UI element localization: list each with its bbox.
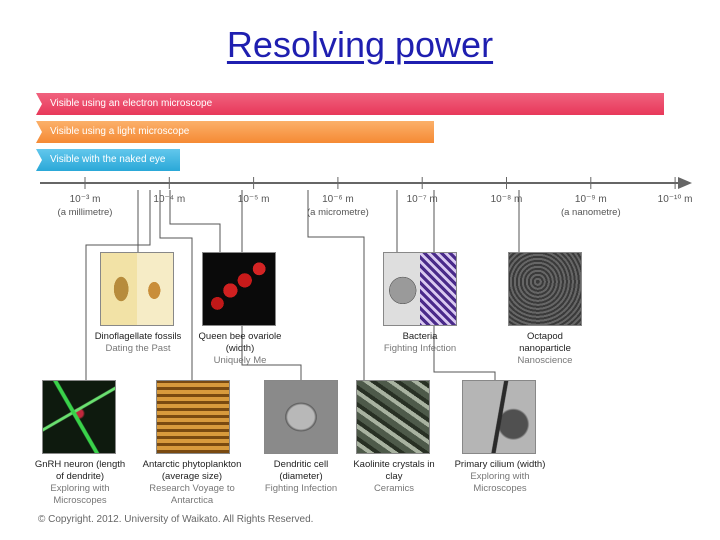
gnrh-source: Exploring with Microscopes [30,483,130,507]
primary-cilium-image [462,380,536,454]
phytoplankton-caption: Antarctic phytoplankton (average size) R… [132,459,252,507]
queen-bee-ovariole-image [202,252,276,326]
octapod-source: Nanoscience [500,355,590,367]
scale-arrow-icon [678,177,692,189]
scale-tick-label: 10⁻⁵ m [238,194,270,205]
bacteria-caption: Bacteria Fighting Infection [380,331,460,355]
copyright-notice: © Copyright. 2012. University of Waikato… [38,514,313,525]
dinoflagellate-caption: Dinoflagellate fossils Dating the Past [82,331,194,355]
queen-bee-caption: Queen bee ovariole (width) Uniquely Me [196,331,284,367]
scale-tick-sublabel: (a micrometre) [307,207,369,218]
gnrh-caption: GnRH neuron (length of dendrite) Explori… [30,459,130,507]
dendritic-caption: Dendritic cell (diameter) Fighting Infec… [258,459,344,495]
dinoflagellate-image [100,252,174,326]
scale-tick-label: 10⁻⁴ m [153,194,185,205]
scale-tick-label: 10⁻⁷ m [407,194,438,205]
kaolinite-source: Ceramics [350,483,438,495]
dinoflagellate-source: Dating the Past [82,343,194,355]
gnrh-name: GnRH neuron (length of dendrite) [35,459,125,482]
phytoplankton-name: Antarctic phytoplankton (average size) [143,459,242,482]
cilium-source: Exploring with Microscopes [446,471,554,495]
octapod-caption: Octapod nanoparticle Nanoscience [500,331,590,367]
kaolinite-crystals-image [356,380,430,454]
scale-tick-label: 10⁻⁸ m [491,194,523,205]
bacteria-source: Fighting Infection [380,343,460,355]
antarctic-phytoplankton-image [156,380,230,454]
gnrh-neuron-image [42,380,116,454]
connector-kaolinite [308,190,364,380]
phytoplankton-source: Research Voyage to Antarctica [132,483,252,507]
kaolinite-name: Kaolinite crystals in clay [353,459,434,482]
scale-tick-label: 10⁻¹⁰ m [658,194,693,205]
scale-tick-label: 10⁻³ m [70,194,101,205]
octapod-nanoparticle-image [508,252,582,326]
queen-bee-source: Uniquely Me [196,355,284,367]
scale-tick-label: 10⁻⁶ m [322,194,354,205]
bacteria-name: Bacteria [403,331,438,342]
scale-tick-sublabel: (a millimetre) [58,207,113,218]
dendritic-name: Dendritic cell (diameter) [274,459,328,482]
queen-bee-name: Queen bee ovariole (width) [199,331,282,354]
dendritic-source: Fighting Infection [258,483,344,495]
octapod-name: Octapod nanoparticle [519,331,571,354]
scale-tick-label: 10⁻⁹ m [575,194,607,205]
scale-tick-sublabel: (a nanometre) [561,207,621,218]
dinoflagellate-name: Dinoflagellate fossils [95,331,182,342]
bacteria-image [383,252,457,326]
cilium-name: Primary cilium (width) [455,459,546,470]
kaolinite-caption: Kaolinite crystals in clay Ceramics [350,459,438,495]
dendritic-cell-image [264,380,338,454]
cilium-caption: Primary cilium (width) Exploring with Mi… [446,459,554,495]
